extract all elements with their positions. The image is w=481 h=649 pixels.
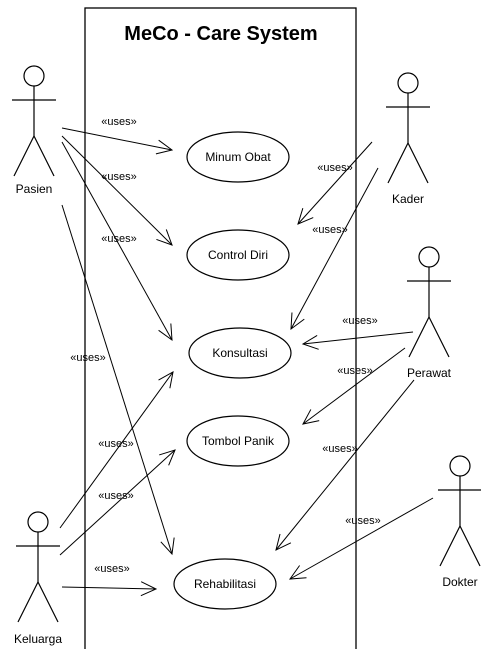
actor-left-leg [387, 142, 409, 184]
use-case-label: Minum Obat [205, 150, 271, 164]
relationship-pasien-rehabilitasi: «uses» [61, 204, 175, 556]
relationship-label: «uses» [70, 352, 105, 364]
open-arrowhead [158, 323, 173, 342]
relationship-line [61, 586, 157, 590]
use-case-tombol-panik: Tombol Panik [186, 415, 290, 467]
actor-kader: Kader [386, 72, 430, 206]
open-arrowhead [297, 208, 314, 225]
relationship-perawat-tombol-panik: «uses» [302, 347, 406, 425]
actor-right-leg [459, 525, 481, 567]
relationship-keluarga-rehabilitasi: «uses» [61, 563, 158, 597]
relationship-label: «uses» [101, 233, 136, 245]
actor-pasien: Pasien [12, 65, 56, 196]
actor-head [23, 65, 45, 87]
relationship-perawat-rehabilitasi: «uses» [275, 379, 415, 551]
open-arrowhead [158, 371, 174, 389]
use-case-konsultasi: Konsultasi [188, 327, 292, 379]
actor-label: Kader [392, 192, 424, 206]
system-title: MeCo - Care System [124, 23, 317, 45]
open-arrowhead [156, 229, 173, 246]
relationship-label: «uses» [337, 365, 372, 377]
relationship-label: «uses» [317, 162, 352, 174]
open-arrowhead [302, 409, 320, 425]
relationship-line [61, 141, 173, 341]
relationship-line [275, 379, 415, 551]
use-case-ellipse [173, 558, 277, 610]
actor-label: Keluarga [14, 632, 62, 646]
relationship-line [302, 347, 406, 425]
use-case-control-diri: Control Diri [186, 229, 290, 281]
actor-keluarga: Keluarga [14, 511, 62, 646]
relationship-line [61, 127, 173, 151]
relationship-line [297, 141, 373, 225]
use-case-ellipse [186, 131, 290, 183]
open-arrowhead [160, 537, 175, 556]
use-case-ellipse [188, 327, 292, 379]
use-case-rehabilitasi: Rehabilitasi [173, 558, 277, 610]
relationship-dokter-rehabilitasi: «uses» [288, 497, 434, 580]
relationship-pasien-control-diri: «uses» [61, 135, 173, 246]
relationship-line [59, 449, 176, 556]
system-boundary [84, 7, 357, 649]
actor-head [449, 455, 471, 477]
use-case-label: Rehabilitasi [194, 577, 256, 591]
actor-head [418, 246, 440, 268]
relationship-keluarga-konsultasi: «uses» [59, 371, 174, 529]
relationship-kader-control-diri: «uses» [297, 141, 373, 225]
open-arrowhead [159, 449, 176, 466]
relationship-line [61, 204, 173, 555]
relationship-layer: «uses» «uses» «uses» «uses» «uses» «uses» «use… [59, 116, 434, 597]
relationship-perawat-konsultasi: «uses» [301, 315, 414, 350]
actor-right-leg [37, 581, 59, 623]
open-arrowhead [275, 533, 292, 551]
relationship-line [302, 331, 414, 345]
open-arrowhead [155, 139, 174, 155]
actor-right-leg [407, 142, 429, 184]
actor-left-leg [439, 525, 461, 567]
actor-label: Dokter [442, 575, 477, 589]
actor-head [27, 511, 49, 533]
open-arrowhead [140, 581, 158, 597]
relationship-label: «uses» [342, 315, 377, 327]
relationship-pasien-konsultasi: «uses» [61, 141, 173, 342]
actor-left-leg [13, 135, 35, 177]
actor-left-leg [17, 581, 39, 623]
use-case-label: Konsultasi [212, 346, 267, 360]
relationship-line [289, 497, 434, 580]
use-case-minum-obat: Minum Obat [186, 131, 290, 183]
actor-label: Perawat [407, 366, 452, 380]
use-case-label: Control Diri [208, 248, 268, 262]
relationship-label: «uses» [94, 563, 129, 575]
relationship-line [61, 135, 173, 246]
open-arrowhead [288, 565, 307, 580]
actor-perawat: Perawat [407, 246, 452, 380]
relationship-label: «uses» [345, 515, 380, 527]
relationship-label: «uses» [312, 224, 347, 236]
actor-right-leg [33, 135, 55, 177]
relationship-line [290, 167, 379, 330]
relationship-label: «uses» [98, 438, 133, 450]
actor-right-leg [428, 316, 450, 358]
relationship-label: «uses» [322, 443, 357, 455]
relationship-label: «uses» [101, 116, 136, 128]
actor-left-leg [408, 316, 430, 358]
use-case-ellipse [186, 229, 290, 281]
actor-dokter: Dokter [438, 455, 481, 589]
relationship-pasien-minum-obat: «uses» [61, 116, 174, 155]
actor-head [397, 72, 419, 94]
actor-label: Pasien [16, 182, 53, 196]
relationship-label: «uses» [98, 490, 133, 502]
use-case-label: Tombol Panik [202, 434, 275, 448]
open-arrowhead [290, 312, 305, 331]
use-case-ellipse [186, 415, 290, 467]
open-arrowhead [301, 334, 319, 350]
relationship-keluarga-tombol-panik: «uses» [59, 449, 176, 556]
relationship-label: «uses» [101, 171, 136, 183]
relationship-kader-konsultasi: «uses» [290, 167, 379, 331]
relationship-line [59, 371, 174, 529]
